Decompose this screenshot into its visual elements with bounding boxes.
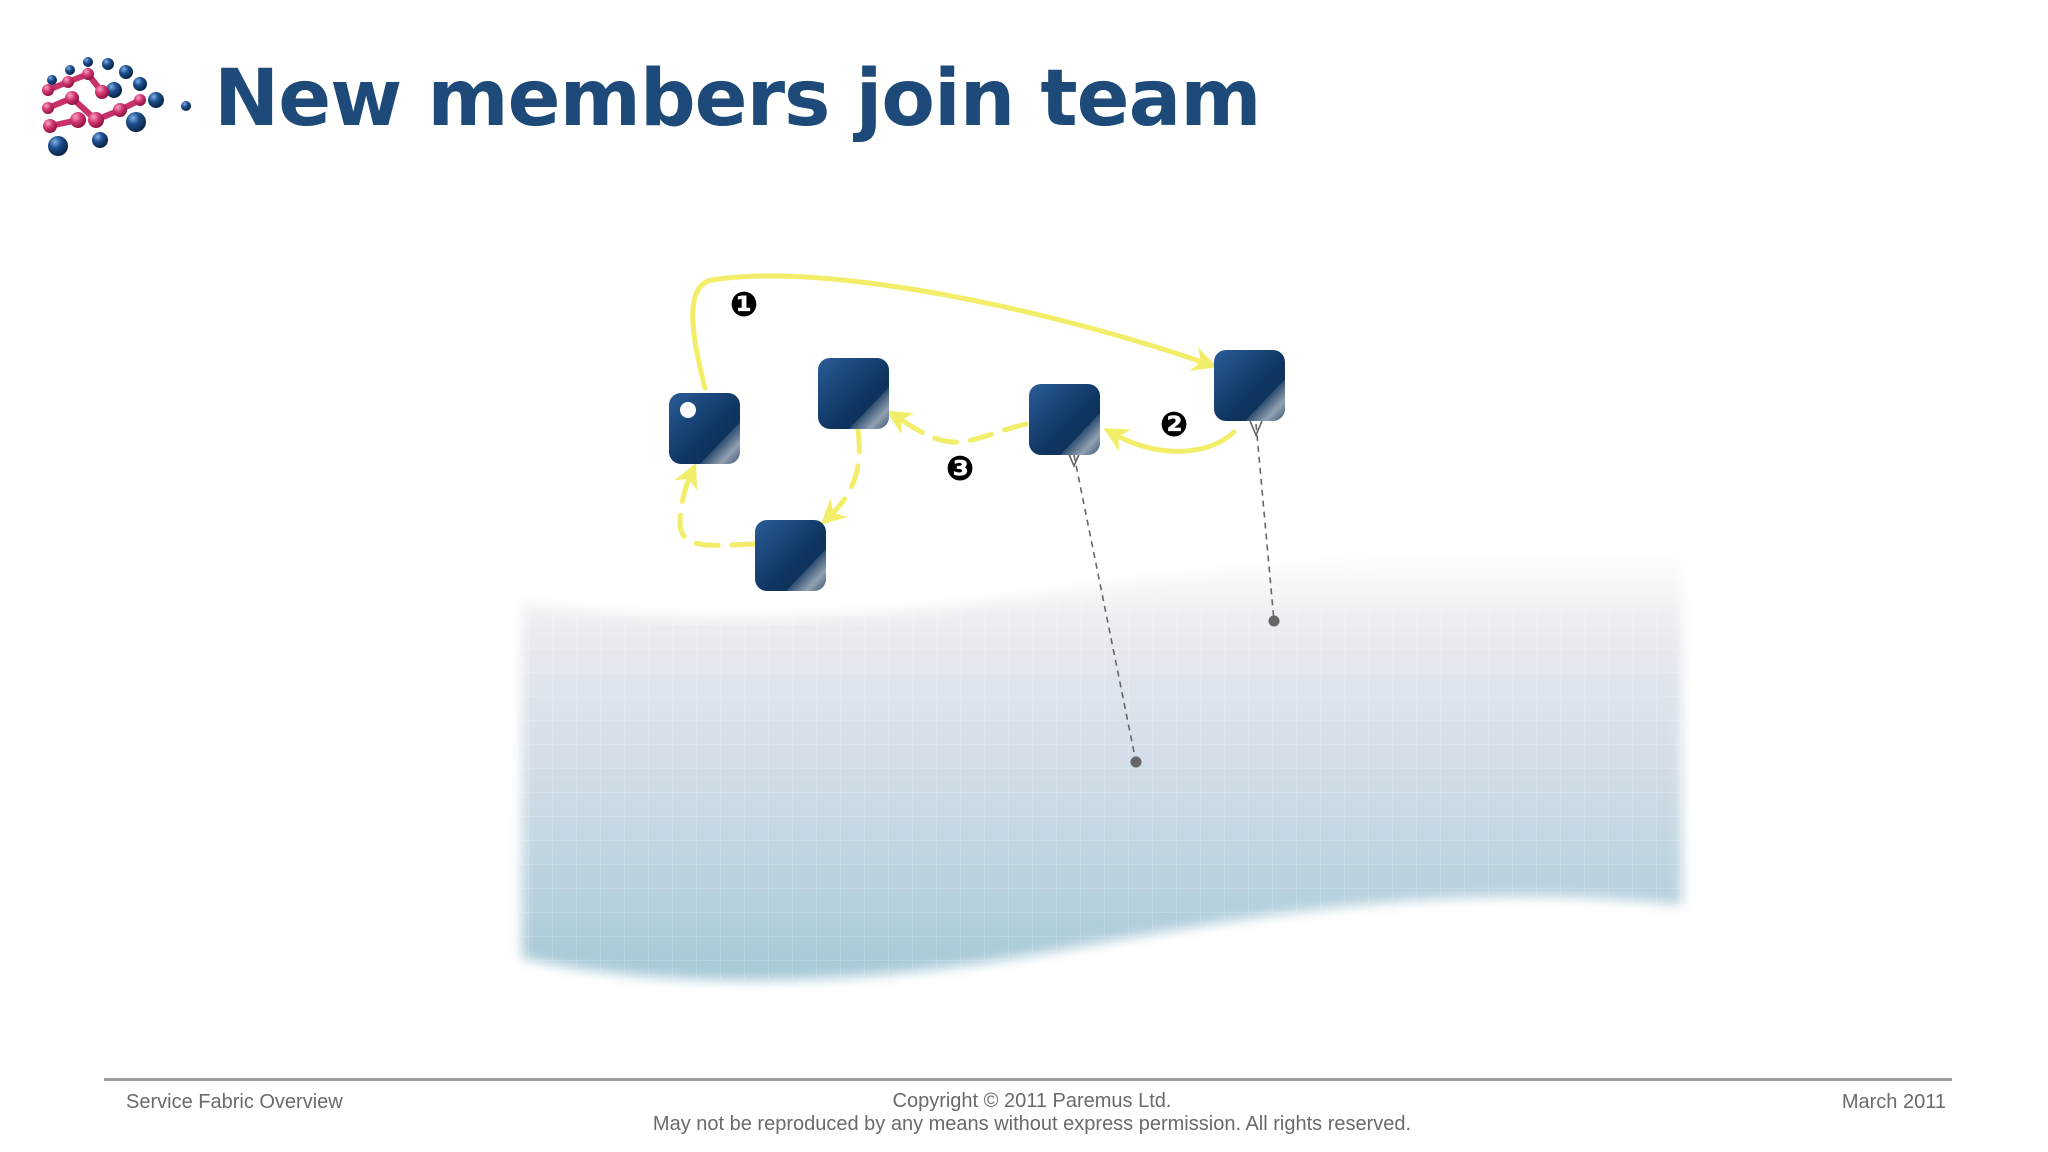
node-member-2 [818,358,889,429]
fabric-surface-icon [522,548,1682,981]
ring-arrow-3b [820,427,862,525]
footer-divider [104,1078,1952,1081]
join-arrow-2 [1103,428,1237,454]
footer-copyright-block: Copyright © 2011 Paremus Ltd. May not be… [0,1090,2048,1136]
fabric-connector-2 [1249,420,1280,627]
join-arrow-1 [690,273,1218,391]
fabric-connector-1 [1067,451,1142,768]
footer-copyright: Copyright © 2011 Paremus Ltd. [892,1090,1172,1112]
svg-text:❷: ❷ [1160,405,1189,445]
node-member-3 [1029,384,1100,455]
footer-presentation-name: Service Fabric Overview [126,1091,343,1113]
footer-date: March 2011 [1841,1091,1946,1113]
step-marker-3: ❸ [946,449,975,489]
svg-text:❶: ❶ [730,285,759,325]
ring-arrow-3a [886,410,1029,445]
node-joining [669,393,740,464]
step-marker-2: ❷ [1160,405,1189,445]
node-member-4 [1214,350,1285,421]
footer-notice: May not be reproduced by any means witho… [652,1113,1412,1135]
node-member-5 [755,520,826,591]
step-marker-1: ❶ [730,285,759,325]
ring-arrow-3c [674,462,757,548]
slide-title: New members join team [214,54,1261,144]
company-logo-icon [42,57,191,156]
svg-text:❸: ❸ [946,449,975,489]
